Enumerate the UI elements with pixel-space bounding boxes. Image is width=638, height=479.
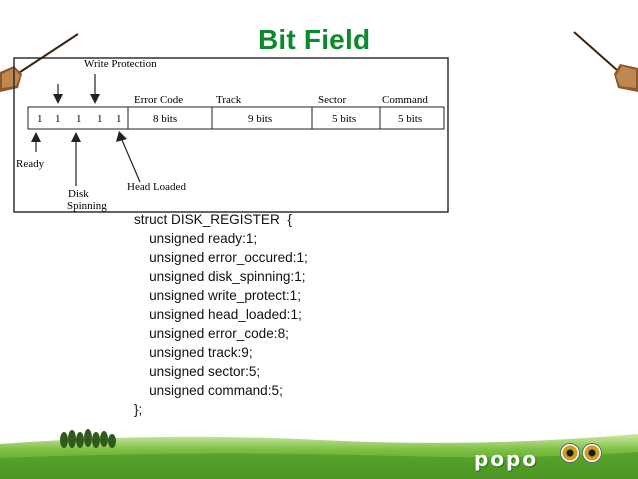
register-box [27, 106, 445, 130]
grass-footer [0, 429, 638, 479]
bit-cell-error: 1 [55, 113, 61, 125]
slide-title: Bit Field [258, 24, 371, 55]
code-line: unsigned ready:1; [134, 231, 258, 246]
cell-command: 5 bits [398, 113, 422, 125]
spinning-label: Spinning [67, 200, 107, 212]
owl-eye-right-icon [582, 443, 602, 463]
arrow-diagonal-icon [116, 131, 141, 183]
code-line: struct DISK_REGISTER { [134, 212, 292, 227]
tree-line-icon [60, 429, 116, 448]
code-line: unsigned error_occured:1; [134, 250, 308, 265]
write-protection-label: Write Protection [84, 58, 157, 70]
bit-cell-write-protect: 1 [97, 113, 103, 125]
code-line: unsigned track:9; [134, 345, 253, 360]
cell-sector: 5 bits [332, 113, 356, 125]
code-line: unsigned command:5; [134, 383, 283, 398]
field-header-command: Command [382, 94, 428, 106]
arrow-down-icon [53, 84, 63, 104]
ready-label: Ready [16, 158, 45, 170]
field-header-track: Track [216, 94, 242, 106]
code-line: unsigned error_code:8; [134, 326, 289, 341]
code-block: struct DISK_REGISTER { unsigned ready:1;… [134, 210, 308, 419]
arrow-down-icon [90, 74, 100, 104]
bit-cell-ready: 1 [37, 113, 43, 125]
arrow-up-icon [71, 132, 81, 186]
bit-cell-head-loaded: 1 [116, 113, 122, 125]
code-line: unsigned write_protect:1; [134, 288, 301, 303]
field-header-error-code: Error Code [134, 94, 183, 106]
conductor-hand-left-icon [0, 33, 79, 92]
code-line: unsigned head_loaded:1; [134, 307, 302, 322]
head-loaded-label: Head Loaded [127, 181, 186, 193]
field-header-sector: Sector [318, 94, 346, 106]
owl-eye-left-icon [560, 443, 580, 463]
bit-cell-disk-spinning: 1 [76, 113, 82, 125]
conductor-hand-right-icon [573, 31, 638, 92]
code-line: }; [134, 402, 143, 417]
code-line: unsigned disk_spinning:1; [134, 269, 306, 284]
disk-label: Disk [68, 188, 89, 200]
cell-error-code: 8 bits [153, 113, 177, 125]
arrow-up-icon [31, 132, 41, 152]
diagram-frame [13, 57, 449, 213]
code-line: unsigned sector:5; [134, 364, 261, 379]
brand-logo-text: popo [474, 447, 539, 471]
cell-track: 9 bits [248, 113, 272, 125]
